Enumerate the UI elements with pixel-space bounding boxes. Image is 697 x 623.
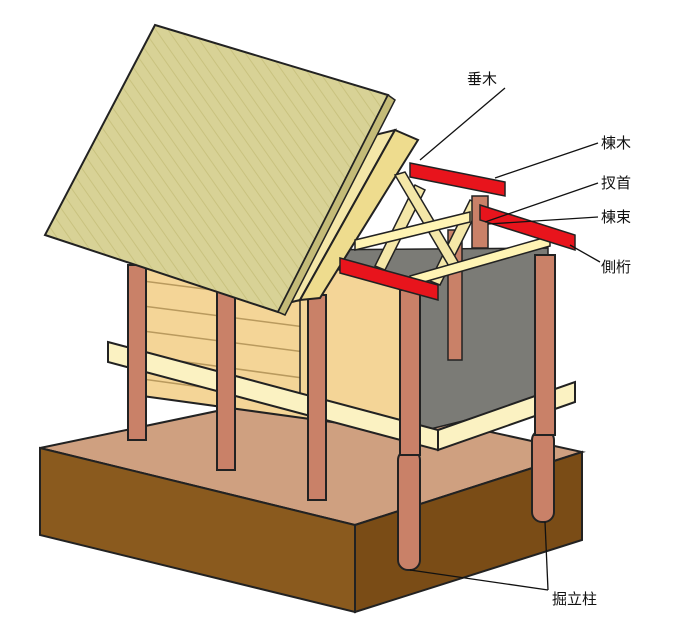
- buried-posts: [397, 429, 555, 571]
- label-gawageta: 側桁: [601, 258, 631, 276]
- label-taruki: 垂木: [467, 70, 497, 88]
- munagi-beam: [409, 162, 506, 197]
- gawageta-beam-left: [339, 257, 439, 301]
- label-munagi: 棟木: [601, 134, 631, 152]
- red-beams: [339, 162, 576, 301]
- leader-lines: [409, 87, 601, 591]
- label-horitate-bashira: 掘立柱: [552, 590, 597, 608]
- tie-beams: [354, 211, 551, 287]
- label-munazuka: 棟束: [601, 208, 631, 226]
- label-sasu: 扠首: [601, 174, 631, 192]
- gawageta-beam-right: [479, 203, 576, 252]
- roof: [43, 23, 396, 316]
